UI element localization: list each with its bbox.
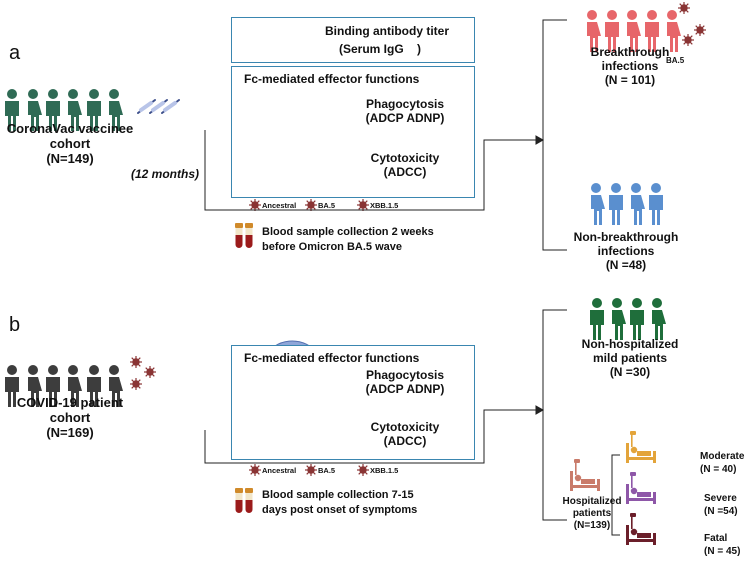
breakthrough-variant-tag: BA.5: [666, 56, 685, 65]
patient-virus-icon: [129, 355, 157, 391]
variant-ancestral-b: Ancestral: [262, 466, 297, 475]
moderate-text: Moderate: [700, 451, 745, 462]
sample-line1: Blood sample collection 2 weeks: [262, 226, 434, 238]
hosp-line2: patients: [572, 508, 612, 519]
panel-a-letter: a: [9, 42, 21, 64]
phago-b-line1: Phagocytosis: [365, 368, 445, 382]
hospitalized-label: Hospitalized patients (N=139): [556, 496, 628, 532]
variant-xbb: XBB.1.5: [370, 201, 399, 210]
severe-text: Severe: [704, 493, 737, 504]
variant-xbb-b: XBB.1.5: [370, 466, 399, 475]
non-hosp-line1: Non-hospitalized: [581, 337, 679, 351]
blood-tube-icon-b: [235, 488, 253, 513]
non-hosp-line2: mild patients: [592, 351, 667, 365]
sample-b-line1: Blood sample collection 7-15: [262, 489, 414, 501]
vaccinee-cohort-label: CoronaVac vaccinee cohort (N=149): [0, 121, 140, 166]
non-breakthrough-line1: Non-breakthrough: [573, 230, 679, 244]
phagocytosis-label-b: Phagocytosis (ADCP ADNP): [340, 368, 470, 396]
non-breakthrough-people-icon: [591, 183, 663, 225]
fatal-text: Fatal: [704, 533, 728, 544]
variant-ba5-b: BA.5: [318, 466, 336, 475]
breakthrough-label: Breakthrough infections (N = 101): [570, 45, 690, 87]
fatal-count: (N = 45): [704, 546, 741, 557]
non-breakthrough-label: Non-breakthrough infections (N =48): [566, 230, 686, 272]
flow-lines-b: [204, 309, 620, 536]
severe-count: (N =54): [704, 506, 738, 517]
cyto-line2: (ADCC): [383, 165, 427, 179]
breakthrough-count: (N = 101): [604, 73, 656, 87]
panel-b-letter: b: [9, 314, 21, 336]
fc-box: Fc-mediated effector functions Phagocyto…: [231, 66, 475, 198]
severe-label: Severe (N =54): [704, 492, 738, 518]
hosp-line1: Hospitalized: [562, 496, 622, 507]
non-breakthrough-line2: infections: [597, 244, 655, 258]
phago-line1: Phagocytosis: [365, 97, 445, 111]
patient-cohort-count: (N=169): [46, 425, 94, 440]
syringe-icon: [137, 99, 180, 114]
breakthrough-line2: infections: [601, 59, 659, 73]
non-hospitalized-label: Non-hospitalized mild patients (N =30): [570, 337, 690, 379]
cytotoxicity-label: Cytotoxicity (ADCC): [340, 151, 470, 179]
non-breakthrough-count: (N =48): [605, 258, 647, 272]
phagocytosis-label: Phagocytosis (ADCP ADNP): [340, 97, 470, 125]
patient-cohort-label: COVID-19 patient cohort (N=169): [0, 395, 140, 440]
sample-note-b: Blood sample collection 7-15 days post o…: [262, 488, 417, 518]
binding-title: Binding antibody titer: [325, 24, 449, 38]
fatal-label: Fatal (N = 45): [704, 532, 740, 558]
cohort-line2: cohort: [49, 136, 91, 151]
moderate-bed-icon: [626, 431, 656, 463]
cohort-line1: CoronaVac vaccinee: [6, 121, 134, 136]
patient-cohort-line1: COVID-19 patient: [16, 395, 124, 410]
variant-ba5: BA.5: [318, 201, 336, 210]
cohort-count: (N=149): [46, 151, 94, 166]
cyto-b-line2: (ADCC): [383, 434, 427, 448]
moderate-label: Moderate (N = 40): [700, 450, 744, 476]
flow-lines-a: [204, 19, 567, 251]
fatal-bed-icon: [626, 513, 656, 545]
fc-box-b: Fc-mediated effector functions Phagocyto…: [231, 345, 475, 460]
blood-tube-icon: [235, 223, 253, 248]
severe-bed-icon: [626, 472, 656, 504]
cytotoxicity-label-b: Cytotoxicity (ADCC): [340, 420, 470, 448]
moderate-count: (N = 40): [700, 464, 737, 475]
phago-line2: (ADCP ADNP): [365, 111, 445, 125]
variant-ancestral: Ancestral: [262, 201, 297, 210]
sample-b-line2: days post onset of symptoms: [262, 504, 418, 516]
non-hospitalized-people-icon: [590, 298, 666, 340]
breakthrough-line1: Breakthrough: [590, 45, 670, 59]
cyto-line1: Cytotoxicity: [370, 151, 440, 165]
sample-note-a: Blood sample collection 2 weeks before O…: [262, 225, 434, 255]
binding-box: Binding antibody titer (Serum IgG ): [231, 17, 475, 63]
fc-title-b: Fc-mediated effector functions: [244, 351, 420, 365]
fc-title: Fc-mediated effector functions: [244, 72, 420, 86]
sample-line2: before Omicron BA.5 wave: [262, 241, 402, 253]
interval-label: (12 months): [131, 167, 200, 181]
breakthrough-virus-icon: [677, 1, 707, 47]
patient-cohort-line2: cohort: [49, 410, 91, 425]
cyto-b-line1: Cytotoxicity: [370, 420, 440, 434]
hospitalized-bed-icon: [570, 459, 600, 491]
non-hosp-count: (N =30): [609, 365, 651, 379]
phago-b-line2: (ADCP ADNP): [365, 382, 445, 396]
binding-subtitle: (Serum IgG ): [339, 42, 422, 56]
hosp-count: (N=139): [573, 520, 611, 531]
